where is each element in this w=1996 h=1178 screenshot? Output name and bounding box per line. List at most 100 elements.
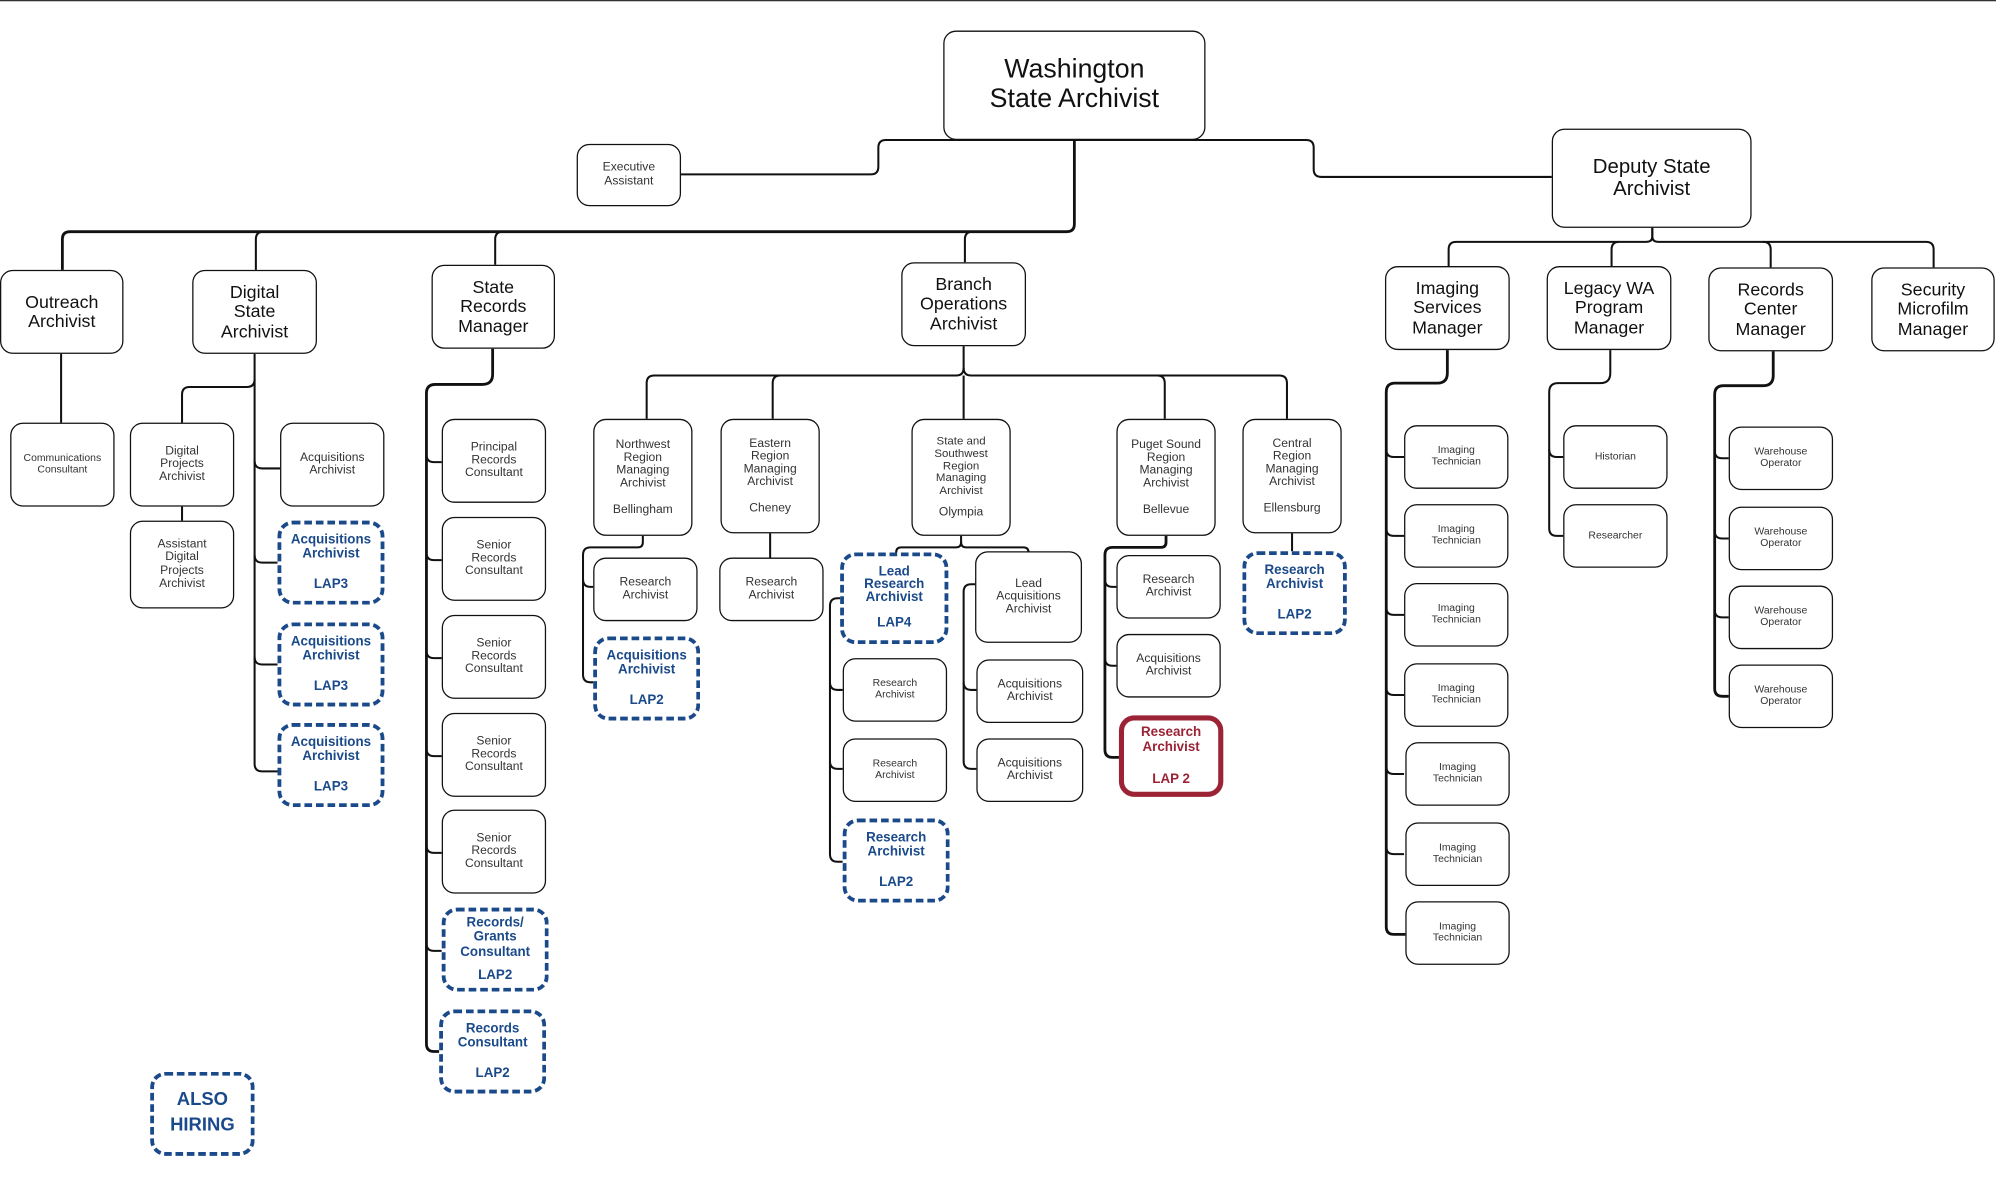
northwest-region-title: Northwest Region Managing Archivist [615, 437, 671, 491]
highlighted-job-title: Research Archivist [1141, 724, 1202, 755]
imaging-technician-title: Imaging Technician [1431, 602, 1481, 626]
records-center-manager-box: Records Center Manager [1708, 267, 1834, 352]
connector [1385, 687, 1405, 697]
connector [962, 682, 977, 691]
region-location: Bellevue [1142, 502, 1190, 517]
imaging-technician-box: Imaging Technician [1405, 822, 1510, 886]
research-archivist-box: Research Archivist [719, 557, 824, 622]
southwest-region-box: State and Southwest Region Managing Arch… [911, 418, 1011, 536]
also-hiring-label: ALSO HIRING [170, 1090, 235, 1136]
job-opening-title: Acquisitions Archivist [290, 734, 372, 764]
job-opening-box[interactable]: Acquisitions Archivist LAP2 [593, 636, 701, 721]
acquisitions-archivist-box: Acquisitions Archivist [976, 659, 1084, 724]
connector [1385, 528, 1405, 537]
senior-records-consultant-box: Senior Records Consultant [441, 809, 547, 894]
connector [1651, 227, 1935, 268]
acquisitions-archivist-box: Acquisitions Archivist [280, 422, 385, 507]
connector [828, 597, 843, 863]
job-opening-box[interactable]: Lead Research Archivist LAP4 [840, 552, 949, 645]
job-level: LAP4 [877, 614, 912, 631]
imaging-technician-title: Imaging Technician [1432, 761, 1483, 785]
security-microfilm-manager-box: Security Microfilm Manager [1871, 267, 1995, 352]
job-level: LAP3 [313, 779, 349, 795]
acquisitions-archivist-title: Acquisitions Archivist [1136, 651, 1201, 679]
connector [771, 374, 781, 419]
job-opening-box[interactable]: Acquisitions Archivist LAP3 [277, 520, 385, 605]
research-archivist-title: Research Archivist [872, 757, 918, 781]
connector [253, 554, 278, 564]
senior-records-consultant-box: Senior Records Consultant [441, 712, 547, 797]
top-border [0, 0, 1996, 2]
imaging-technician-title: Imaging Technician [1431, 444, 1481, 468]
acquisitions-archivist-box: Acquisitions Archivist [976, 738, 1084, 802]
job-opening-box[interactable]: Acquisitions Archivist LAP3 [277, 723, 385, 808]
imaging-technician-title: Imaging Technician [1431, 682, 1481, 706]
connector [1713, 530, 1729, 540]
research-archivist-title: Research Archivist [1142, 572, 1195, 600]
connector [425, 748, 442, 758]
connector [895, 535, 963, 553]
senior-records-consultant-box: Senior Records Consultant [441, 614, 547, 699]
connector [962, 367, 1288, 419]
job-opening-title: Lead Research Archivist [864, 563, 925, 605]
central-region-box: Central Region Managing Archivist Ellens… [1242, 418, 1342, 534]
puget-sound-region-title: Puget Sound Region Managing Archivist [1131, 437, 1201, 491]
connector [494, 230, 503, 265]
job-opening-box[interactable]: Records/ Grants Consultant LAP2 [441, 907, 549, 992]
connector [425, 552, 442, 562]
lead-acquisitions-archivist-box: Lead Acquisitions Archivist [975, 551, 1083, 643]
imaging-technician-box: Imaging Technician [1405, 901, 1510, 965]
job-opening-title: Records Consultant [457, 1020, 528, 1051]
principal-records-consultant-box: Principal Records Consultant [441, 418, 547, 503]
warehouse-operator-title: Warehouse Operator [1754, 525, 1808, 549]
job-opening-box[interactable]: Records Consultant LAP2 [439, 1009, 547, 1094]
branch-operations-box: Branch Operations Archivist [901, 262, 1027, 347]
region-location: Cheney [749, 500, 791, 515]
historian-title: Historian [1594, 450, 1636, 462]
job-opening-box[interactable]: Research Archivist LAP2 [1242, 551, 1347, 636]
connector [425, 943, 442, 952]
lead-acquisitions-archivist-title: Lead Acquisitions Archivist [996, 576, 1061, 617]
executive-assistant-box: Executive Assistant [576, 143, 682, 207]
connector [1385, 846, 1405, 856]
warehouse-operator-box: Warehouse Operator [1728, 426, 1834, 491]
region-location: Ellensburg [1263, 500, 1321, 515]
connector [581, 579, 594, 588]
state-archivist-box: Washington State Archivist [943, 30, 1206, 141]
connector [1447, 227, 1654, 267]
connector [1713, 450, 1729, 460]
acquisitions-archivist-title: Acquisitions Archivist [997, 755, 1063, 783]
job-level: LAP2 [478, 966, 513, 983]
job-opening-title: Acquisitions Archivist [606, 647, 687, 678]
puget-sound-region-box: Puget Sound Region Managing Archivist Be… [1116, 418, 1216, 536]
connector [1713, 351, 1775, 698]
imaging-manager-title: Imaging Services Manager [1412, 277, 1483, 337]
imaging-technician-box: Imaging Technician [1405, 742, 1510, 806]
job-opening-box[interactable]: Acquisitions Archivist LAP3 [277, 622, 385, 707]
warehouse-operator-box: Warehouse Operator [1728, 585, 1834, 650]
imaging-technician-box: Imaging Technician [1404, 663, 1509, 727]
research-archivist-box: Research Archivist [842, 738, 948, 802]
job-opening-title: Research Archivist [866, 829, 927, 860]
research-archivist-box: Research Archivist [593, 557, 698, 622]
job-level: LAP 2 [1152, 771, 1190, 787]
imaging-technician-title: Imaging Technician [1432, 920, 1483, 944]
communications-consultant-box: Communications Consultant [10, 422, 115, 507]
warehouse-operator-box: Warehouse Operator [1728, 506, 1834, 571]
digital-projects-title: Digital Projects Archivist [159, 443, 205, 484]
imaging-technician-title: Imaging Technician [1431, 523, 1481, 547]
connector [1548, 350, 1612, 537]
job-level: LAP2 [879, 874, 914, 890]
records-center-manager-title: Records Center Manager [1735, 279, 1806, 339]
highlighted-job-box[interactable]: Research Archivist LAP 2 [1118, 715, 1224, 797]
connector [1157, 374, 1166, 419]
warehouse-operator-title: Warehouse Operator [1754, 604, 1808, 628]
state-archivist-title: Washington State Archivist [989, 55, 1160, 114]
connector [1103, 535, 1168, 759]
job-opening-box[interactable]: Research Archivist LAP2 [842, 818, 950, 903]
job-level: LAP3 [313, 678, 349, 694]
deputy-archivist-box: Deputy State Archivist [1551, 128, 1752, 228]
connector [253, 656, 278, 666]
